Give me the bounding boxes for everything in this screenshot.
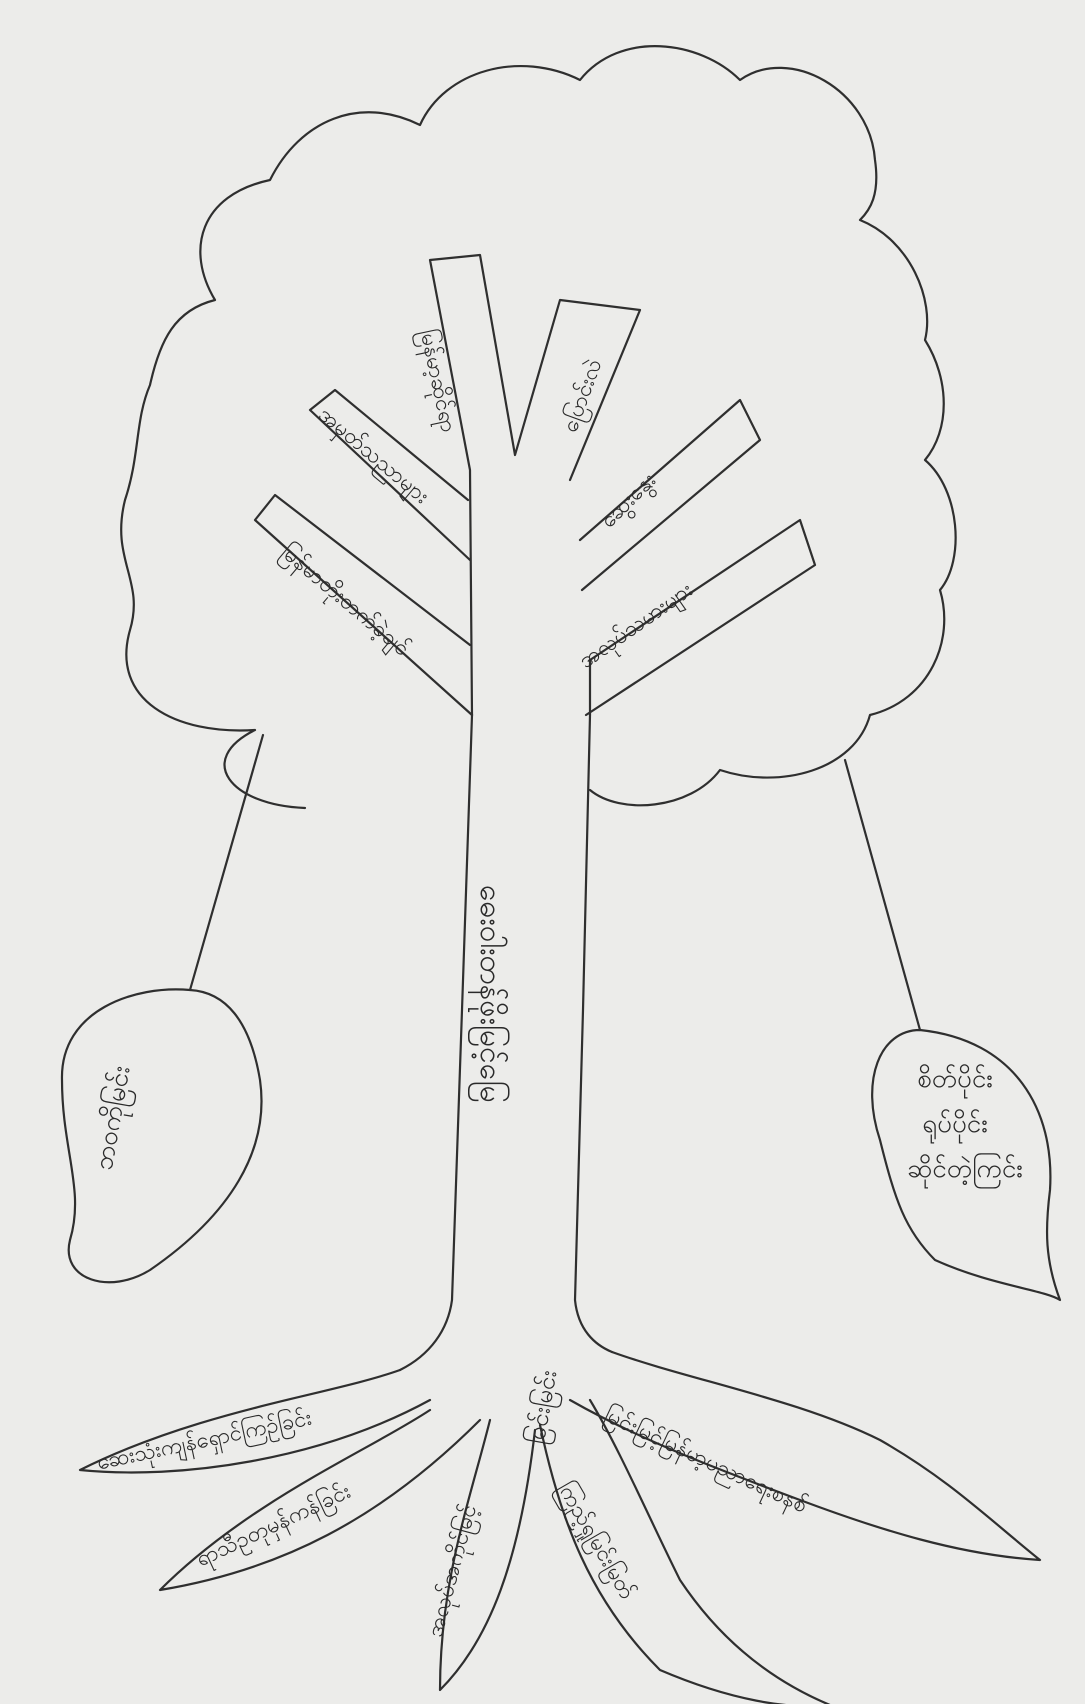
fruit-label-right-1: စိတ်ပိုင်း — [885, 1060, 1025, 1099]
tree-crown-outline — [121, 46, 955, 808]
fruit-string-right — [845, 760, 920, 1030]
branch-right-mid-outline — [580, 400, 760, 590]
branch-right-low-outline — [586, 520, 815, 715]
trunk-label: ဓေး၀ါးတန်ဖိုးမြင့်မြေ — [475, 885, 505, 1145]
fruit-label-right-3: ဆိုင်တဲ့ကြင်း — [885, 1150, 1045, 1189]
tree-trunk-outline-left — [400, 715, 472, 1370]
tree-trunk-outline-right — [575, 715, 612, 1352]
fruit-left-outline — [62, 989, 262, 1282]
fruit-label-right-2: ရုပ်ပိုင်း — [885, 1105, 1025, 1144]
root-5-outline — [570, 1352, 1040, 1560]
